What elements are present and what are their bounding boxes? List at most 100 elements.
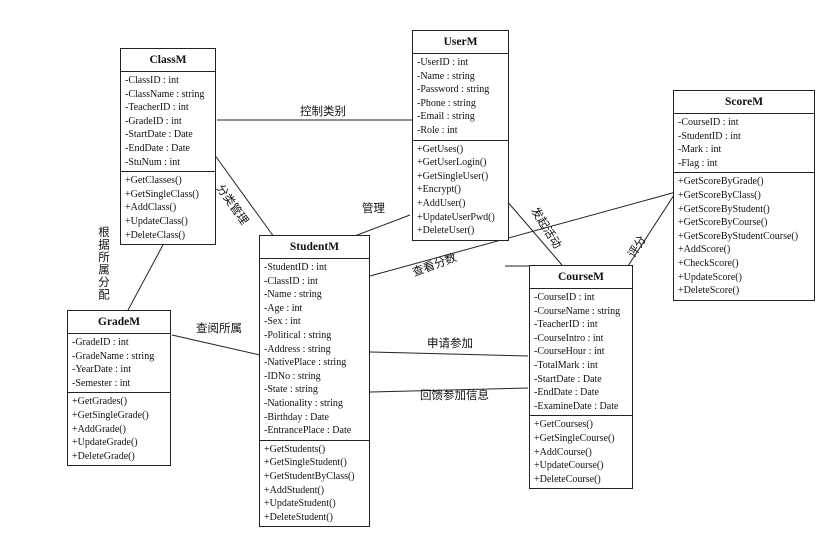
attribute: -Age : int: [264, 302, 303, 314]
attribute: -Semester : int: [72, 377, 131, 389]
relation-label-student-course-apply: 申请参加: [427, 336, 473, 350]
class-box-gradem: GradeM -GradeID : int -GradeName : strin…: [67, 310, 171, 467]
attribute: -TeacherID : int: [534, 319, 598, 331]
attribute: -Nationality : string: [264, 397, 343, 409]
method: +AddClass(): [125, 202, 177, 214]
attribute: -Mark : int: [678, 144, 722, 156]
method: +GetStudents(): [264, 443, 326, 455]
class-box-classm: ClassM -ClassID : int -ClassName : strin…: [120, 48, 216, 246]
relation-label-user-student: 管理: [362, 201, 385, 215]
method: +DeleteGrade(): [72, 450, 135, 462]
attribute: -StartDate : Date: [125, 129, 193, 141]
method: +GetScoreByStudentCourse(): [678, 230, 799, 242]
method: +UpdateUserPwd(): [417, 211, 495, 223]
class-name: UserM: [413, 31, 508, 54]
attribute: -Name : string: [417, 70, 475, 82]
method: +AddStudent(): [264, 484, 325, 496]
attribute: -CourseHour : int: [534, 346, 605, 358]
attribute: -EndDate : Date: [534, 387, 599, 399]
attribute: -Password : string: [417, 84, 490, 96]
relation-label-student-course-feedback: 回馈参加信息: [420, 388, 489, 402]
attribute: -State : string: [264, 384, 318, 396]
method: +DeleteStudent(): [264, 511, 333, 523]
relation-label-class-grade: 根据所属分配: [97, 226, 111, 301]
attribute: -CourseID : int: [678, 117, 739, 128]
attribute: -Address : string: [264, 343, 331, 355]
attribute: -TotalMark : int: [534, 359, 598, 371]
attribute: -Role : int: [417, 124, 458, 136]
method: +DeleteClass(): [125, 229, 186, 241]
attribute: -Email : string: [417, 111, 475, 123]
method: +UpdateGrade(): [72, 437, 138, 449]
attribute: -StudentID : int: [678, 130, 741, 142]
attributes-section: -ClassID : int -ClassName : string -Teac…: [121, 72, 215, 173]
method: +GetSingleStudent(): [264, 457, 347, 469]
attribute: -CourseIntro : int: [534, 332, 604, 344]
attribute: -GradeID : int: [125, 115, 182, 127]
attribute: -StartDate : Date: [534, 373, 602, 385]
attribute: -IDNo : string: [264, 370, 321, 382]
line-course-score: [627, 191, 677, 267]
attributes-section: -CourseID : int -StudentID : int -Mark :…: [674, 114, 814, 174]
line-class-grade: [126, 242, 165, 313]
attribute: -GradeID : int: [72, 337, 129, 348]
class-box-coursem: CourseM -CourseID : int -CourseName : st…: [529, 265, 633, 490]
method: +GetSingleGrade(): [72, 409, 149, 421]
attribute: -YearDate : int: [72, 364, 131, 376]
method: +UpdateClass(): [125, 215, 188, 227]
method: +GetScoreByClass(): [678, 189, 761, 201]
class-box-userm: UserM -UserID : int -Name : string -Pass…: [412, 30, 509, 241]
method: +GetCourses(): [534, 419, 593, 431]
method: +AddScore(): [678, 244, 731, 256]
class-box-scorem: ScoreM -CourseID : int -StudentID : int …: [673, 90, 815, 301]
method: +DeleteUser(): [417, 225, 475, 237]
method: +GetStudentByClass(): [264, 470, 355, 482]
method: +CheckScore(): [678, 257, 739, 269]
attribute: -Flag : int: [678, 157, 718, 169]
attribute: -CourseID : int: [534, 292, 595, 303]
line-student-course-feedback: [369, 387, 529, 393]
method: +Encrypt(): [417, 184, 461, 196]
method: +GetSingleUser(): [417, 170, 489, 182]
method: +GetGrades(): [72, 396, 128, 408]
relation-label-class-user: 控制类别: [300, 104, 346, 118]
attribute: -Phone : string: [417, 97, 476, 109]
attributes-section: -GradeID : int -GradeName : string -Year…: [68, 334, 170, 394]
methods-section: +GetClasses() +GetSingleClass() +AddClas…: [121, 172, 215, 244]
method: +UpdateScore(): [678, 271, 742, 283]
attributes-section: -UserID : int -Name : string -Password :…: [413, 54, 508, 141]
methods-section: +GetUses() +GetUserLogin() +GetSingleUse…: [413, 141, 508, 240]
attribute: -StuNum : int: [125, 156, 181, 168]
methods-section: +GetStudents() +GetSingleStudent() +GetS…: [260, 441, 369, 527]
attribute: -ExamineDate : Date: [534, 400, 619, 412]
method: +DeleteCourse(): [534, 473, 601, 485]
attribute: -Sex : int: [264, 316, 301, 328]
attribute: -Name : string: [264, 289, 322, 301]
methods-section: +GetCourses() +GetSingleCourse() +AddCou…: [530, 416, 632, 488]
attribute: -CourseName : string: [534, 305, 621, 317]
attribute: -GradeName : string: [72, 350, 155, 362]
method: +GetClasses(): [125, 175, 182, 187]
class-name: StudentM: [260, 236, 369, 259]
method: +GetSingleClass(): [125, 188, 199, 200]
method: +UpdateStudent(): [264, 498, 336, 510]
method: +AddUser(): [417, 197, 466, 209]
method: +GetScoreByStudent(): [678, 203, 770, 215]
attribute: -TeacherID : int: [125, 102, 189, 114]
method: +GetScoreByGrade(): [678, 176, 764, 188]
method: +DeleteScore(): [678, 285, 740, 297]
class-name: CourseM: [530, 266, 632, 289]
attributes-section: -StudentID : int -ClassID : int -Name : …: [260, 259, 369, 441]
method: +GetUses(): [417, 143, 464, 155]
relation-label-grade-student: 查阅所属: [196, 321, 242, 335]
line-student-course-apply: [369, 351, 529, 357]
line-student-score: [369, 191, 677, 277]
attribute: -StudentID : int: [264, 262, 327, 273]
methods-section: +GetGrades() +GetSingleGrade() +AddGrade…: [68, 393, 170, 465]
line-class-student: [213, 153, 275, 238]
attribute: -EntrancePlace : Date: [264, 425, 352, 437]
methods-section: +GetScoreByGrade() +GetScoreByClass() +G…: [674, 173, 814, 299]
attributes-section: -CourseID : int -CourseName : string -Te…: [530, 289, 632, 417]
